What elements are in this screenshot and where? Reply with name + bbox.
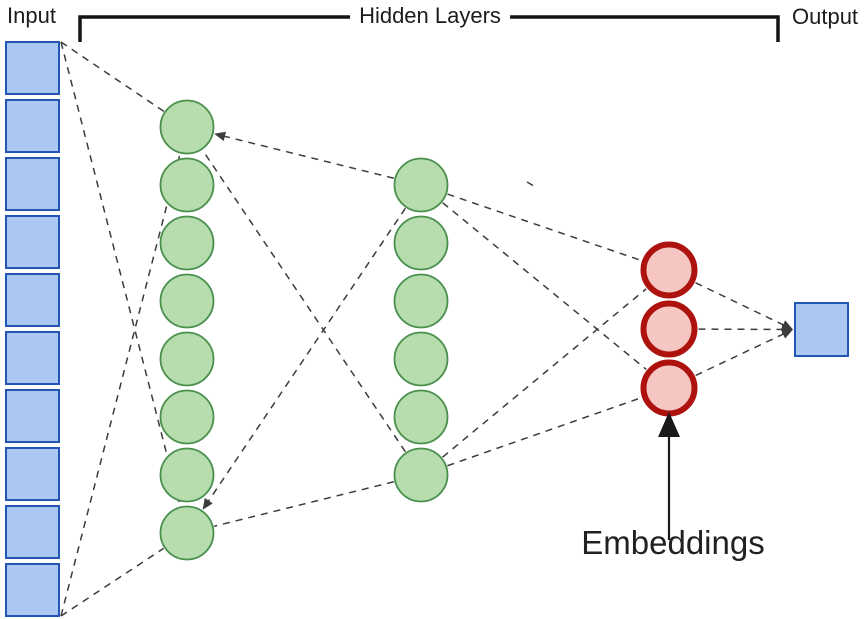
connection-line: [220, 134, 395, 179]
hidden2-node: [393, 447, 449, 503]
edge-arrowhead: [781, 329, 793, 339]
input-layer-label: Input: [7, 3, 56, 28]
hidden1-node: [159, 273, 215, 329]
hidden2-node: [393, 157, 449, 213]
edge-arrowhead: [202, 497, 213, 510]
connection-line: [447, 397, 642, 467]
input-node: [5, 505, 60, 559]
connection-line: [213, 481, 395, 527]
output-layer-label: Output: [792, 4, 859, 29]
hidden1-node: [159, 99, 215, 155]
input-node: [5, 331, 60, 385]
embeddings-arrowhead: [658, 412, 680, 437]
input-node: [5, 215, 60, 269]
input-node: [5, 389, 60, 443]
input-node: [5, 99, 60, 153]
embedding-node: [640, 359, 698, 417]
hidden2-node: [393, 273, 449, 329]
connection-line: [695, 282, 788, 328]
embedding-node: [640, 300, 698, 358]
connection-line: [202, 149, 406, 453]
connection-line: [60, 153, 181, 617]
input-node: [5, 563, 60, 617]
hidden2-node: [393, 331, 449, 387]
output-node: [794, 302, 849, 357]
input-node: [5, 447, 60, 501]
input-node: [5, 41, 60, 95]
connection-line: [442, 288, 647, 458]
connection-line: [695, 331, 787, 377]
embeddings-label: Embeddings: [581, 524, 765, 561]
connection-line: [60, 547, 165, 617]
input-node: [5, 157, 60, 211]
hidden1-node: [159, 389, 215, 445]
embedding-node: [640, 241, 698, 299]
stray-mark: [526, 181, 534, 187]
hidden1-node: [159, 157, 215, 213]
hidden2-node: [393, 389, 449, 445]
edge-arrowhead: [214, 131, 227, 142]
hidden1-node: [159, 215, 215, 271]
connection-line: [447, 193, 642, 262]
connection-line: [205, 207, 406, 505]
connection-line: [60, 41, 181, 507]
input-node: [5, 273, 60, 327]
hidden1-node: [159, 447, 215, 503]
connection-line: [442, 202, 647, 370]
hidden2-node: [393, 215, 449, 271]
hidden-layers-label: Hidden Layers: [350, 3, 510, 29]
connection-line: [60, 41, 165, 112]
hidden1-node: [159, 505, 215, 561]
hidden1-node: [159, 331, 215, 387]
